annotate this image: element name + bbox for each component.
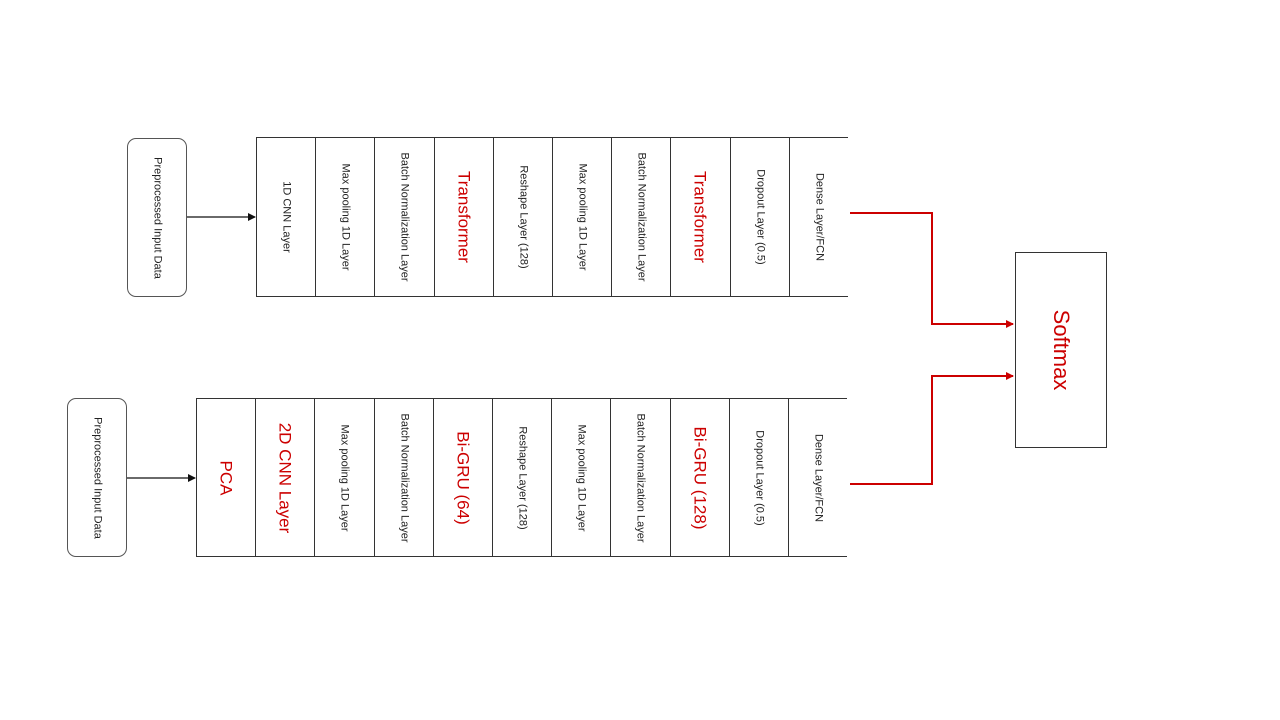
softmax-box: Softmax: [1015, 252, 1107, 448]
output-arrow-top: [850, 212, 1014, 328]
layer-cell-bi-gru-64: Bi-GRU (64): [432, 398, 492, 557]
softmax-label: Softmax: [1049, 309, 1074, 391]
layer-cell-bi-gru-128: Bi-GRU (128): [669, 398, 729, 557]
input-label-bottom: Preprocessed Input Data: [91, 416, 104, 539]
layer-label: Transformer: [454, 171, 474, 263]
layer-label: Batch Normalization Layer: [398, 152, 411, 282]
layer-label: Dense Layer/FCN: [813, 172, 826, 262]
layer-label: PCA: [216, 460, 236, 495]
layer-label: Max pooling 1D Layer: [575, 423, 588, 532]
layer-label: Transformer: [690, 171, 710, 263]
layer-label: Bi-GRU (128): [690, 426, 710, 529]
layer-cell-max-pooling-1d-layer: Max pooling 1D Layer: [314, 398, 374, 557]
layer-cell-transformer: Transformer: [433, 137, 493, 297]
layer-cell-pca: PCA: [196, 398, 256, 557]
layer-label: Reshape Layer (128): [517, 165, 530, 269]
layer-label: Dropout Layer (0.5): [754, 169, 767, 265]
input-box-bottom: Preprocessed Input Data: [67, 398, 127, 557]
layer-cell-dropout-layer-0-5: Dropout Layer (0.5): [728, 398, 788, 557]
layer-label: Dropout Layer (0.5): [753, 429, 766, 526]
layer-cell-max-pooling-1d-layer: Max pooling 1D Layer: [315, 137, 375, 297]
layer-cell-batch-normalization-layer: Batch Normalization Layer: [373, 398, 433, 557]
output-arrow-bottom: [850, 372, 1014, 485]
layer-cell-dropout-layer-0-5: Dropout Layer (0.5): [729, 137, 789, 297]
layer-label: Max pooling 1D Layer: [338, 423, 351, 532]
layer-label: Bi-GRU (64): [453, 430, 473, 525]
layer-label: Max pooling 1D Layer: [339, 163, 352, 271]
layer-label: Batch Normalization Layer: [398, 412, 411, 543]
layer-cell-transformer: Transformer: [670, 137, 730, 297]
layer-cell-reshape-layer-128: Reshape Layer (128): [492, 398, 552, 557]
layer-cell-reshape-layer-128: Reshape Layer (128): [492, 137, 552, 297]
layer-label: 2D CNN Layer: [275, 422, 295, 533]
layer-cell-max-pooling-1d-layer: Max pooling 1D Layer: [551, 398, 611, 557]
layer-cell-max-pooling-1d-layer: Max pooling 1D Layer: [552, 137, 612, 297]
layer-label: Batch Normalization Layer: [635, 152, 648, 282]
layer-cell-batch-normalization-layer: Batch Normalization Layer: [374, 137, 434, 297]
layer-label: Batch Normalization Layer: [634, 412, 647, 543]
layer-cell-2d-cnn-layer: 2D CNN Layer: [255, 398, 315, 557]
layer-cell-batch-normalization-layer: Batch Normalization Layer: [610, 398, 670, 557]
layer-label: 1D CNN Layer: [280, 181, 293, 253]
layer-cell-dense-layer-fcn: Dense Layer/FCN: [788, 137, 848, 297]
layer-label: Max pooling 1D Layer: [576, 163, 589, 271]
layer-cell-batch-normalization-layer: Batch Normalization Layer: [611, 137, 671, 297]
layer-cell-1d-cnn-layer: 1D CNN Layer: [256, 137, 316, 297]
layer-label: Reshape Layer (128): [516, 425, 529, 530]
input-box-top: Preprocessed Input Data: [127, 138, 187, 297]
layer-cell-dense-layer-fcn: Dense Layer/FCN: [788, 398, 848, 557]
layer-label: Dense Layer/FCN: [812, 433, 825, 522]
input-label-top: Preprocessed Input Data: [151, 156, 164, 279]
